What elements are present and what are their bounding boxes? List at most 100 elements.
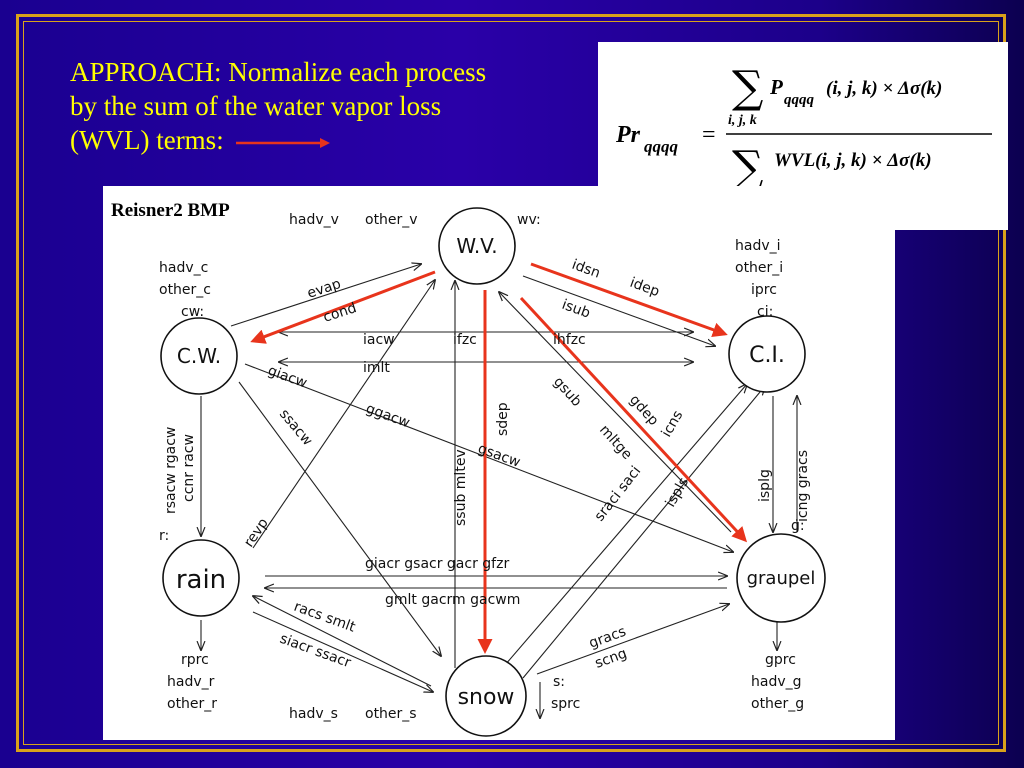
arrow-rain-to-wv (252, 280, 435, 549)
label-rain-tendency: r: (159, 528, 169, 544)
numerator-p: P (769, 75, 783, 99)
label-icng-gracs: icng gracs (795, 450, 811, 522)
heading-line-2: by the sum of the water vapor loss (70, 91, 442, 121)
node-cw-label: C.W. (177, 344, 221, 368)
label-ci-tendency: ci: (757, 304, 773, 320)
label-evap: evap (305, 276, 343, 302)
node-rain: rain (162, 539, 240, 617)
label-ifzc: ifzc (453, 332, 477, 348)
label-gsub: gsub (550, 374, 585, 410)
label-idsn: idsn (570, 257, 603, 282)
microphysics-diagram: Reisner2 BMP (103, 186, 895, 740)
arrow-rain-to-snow (252, 611, 433, 692)
red-arrow-icon (235, 137, 330, 148)
label-snow-tendency: s: (553, 674, 565, 690)
label-ihfzc: ihfzc (553, 332, 586, 348)
label-revp: revp (241, 515, 272, 550)
diagram-title: Reisner2 BMP (111, 200, 230, 221)
label-graupel-tendency: g: (791, 518, 805, 534)
node-cw: C.W. (160, 317, 238, 395)
label-gmlt-row: gmlt gacrm gacwm (385, 592, 520, 608)
label-ssacw: ssacw (276, 406, 315, 449)
arrow-ci-to-wv (522, 275, 715, 346)
denominator-wvl: WVL(i, j, k) × Δσ(k) (774, 150, 932, 171)
label-ggacw: ggacw (364, 401, 412, 432)
arrow-snow-to-rain (253, 596, 432, 687)
node-cw-circle (160, 317, 238, 395)
red-arrow-wv-to-cw (250, 270, 436, 344)
label-graupel-gprc: gprc (765, 652, 796, 668)
label-rain-other: other_r (167, 696, 217, 712)
node-ci-label: C.I. (749, 343, 785, 368)
node-wv-circle (438, 207, 516, 285)
arrow-cw-to-graupel (244, 363, 733, 552)
node-graupel: graupel (736, 533, 826, 623)
label-icns: icns (659, 408, 687, 440)
label-ci-iprc: iprc (751, 282, 777, 298)
label-cw-other: other_c (159, 282, 211, 298)
node-wv: W.V. (438, 207, 516, 285)
label-rain-hadv: hadv_r (167, 674, 215, 690)
label-gdep: gdep (626, 392, 662, 429)
label-giacw: giacw (266, 363, 310, 392)
heading-line-1: APPROACH: Normalize each process (70, 57, 487, 87)
node-rain-circle (162, 539, 240, 617)
label-wv-other: other_v (365, 212, 418, 228)
label-graupel-other: other_g (751, 696, 804, 712)
node-rain-label: rain (176, 565, 226, 595)
red-arrow-wv-to-ci (530, 262, 728, 337)
label-racs-smlt: racs smlt (292, 599, 358, 636)
label-giacr-row: giacr gsacr gacr gfzr (365, 556, 509, 572)
node-wv-label: W.V. (456, 234, 497, 258)
label-snow-hadv: hadv_s (289, 706, 338, 722)
label-iacw: iacw (363, 332, 395, 348)
label-idep: idep (628, 275, 662, 300)
formula-lhs-subscript: qqqq (644, 137, 679, 156)
label-graupel-hadv: hadv_g (751, 674, 802, 690)
node-snow: snow (445, 655, 527, 737)
label-rain-rprc: rprc (181, 652, 209, 668)
arrow-snow-to-ci (522, 386, 765, 679)
wvl-highlight-arrows (250, 262, 748, 654)
state-labels: hadv_v other_v wv: hadv_c other_c cw: ha… (159, 212, 805, 722)
label-mltge: mltge (596, 422, 635, 463)
label-ci-hadv: hadv_i (735, 238, 781, 254)
node-snow-label: snow (458, 685, 515, 710)
label-ccnr-racw: ccnr racw (181, 434, 197, 502)
label-ci-other: other_i (735, 260, 783, 276)
process-arrows (201, 264, 797, 718)
formula-equation: Pr qqqq = ∑ i, j, k P qqqq (i, j, k) × Δ… (615, 62, 992, 208)
label-ssub-mltev: ssub mltev (453, 449, 469, 526)
numerator-sum-symbol: ∑ (732, 62, 763, 113)
arrow-graupel-to-wv (499, 292, 732, 533)
label-isub: isub (560, 297, 593, 322)
label-cond: cond (321, 300, 358, 326)
label-snow-other: other_s (365, 706, 417, 722)
heading-line-3-text: (WVL) terms: (70, 125, 224, 155)
label-cw-hadv: hadv_c (159, 260, 208, 276)
node-ci-circle (728, 315, 806, 393)
arrow-snow-to-graupel (536, 604, 729, 675)
label-snow-sprc: sprc (551, 696, 580, 712)
label-gsacw: gsacw (476, 441, 523, 471)
label-wv-hadv: hadv_v (289, 212, 339, 228)
numerator-p-subscript: qqqq (784, 92, 815, 108)
numerator-sum-index: i, j, k (728, 113, 757, 128)
slide-frame-inner (23, 21, 999, 745)
arrow-cw-to-snow (238, 381, 441, 656)
label-cw-tendency: cw: (181, 304, 204, 320)
denominator-sum-symbol: ∑ (732, 142, 763, 193)
formula-lhs-main: Pr (615, 122, 641, 148)
process-diagram-canvas: Reisner2 BMP (111, 200, 826, 737)
red-arrow-wv-to-graupel (519, 296, 748, 543)
arrow-ci-to-snow (498, 384, 747, 673)
arrow-cw-to-wv (230, 264, 421, 327)
slide-heading: APPROACH: Normalize each process by the … (70, 55, 610, 157)
label-sdep: sdep (495, 402, 511, 436)
node-graupel-label: graupel (747, 568, 816, 589)
label-wv-tendency: wv: (517, 212, 541, 228)
label-rsacw-rgacw: rsacw rgacw (163, 427, 179, 514)
node-ci: C.I. (728, 315, 806, 393)
label-imlt: imlt (363, 360, 390, 376)
numerator-args: (i, j, k) × Δσ(k) (826, 78, 942, 99)
